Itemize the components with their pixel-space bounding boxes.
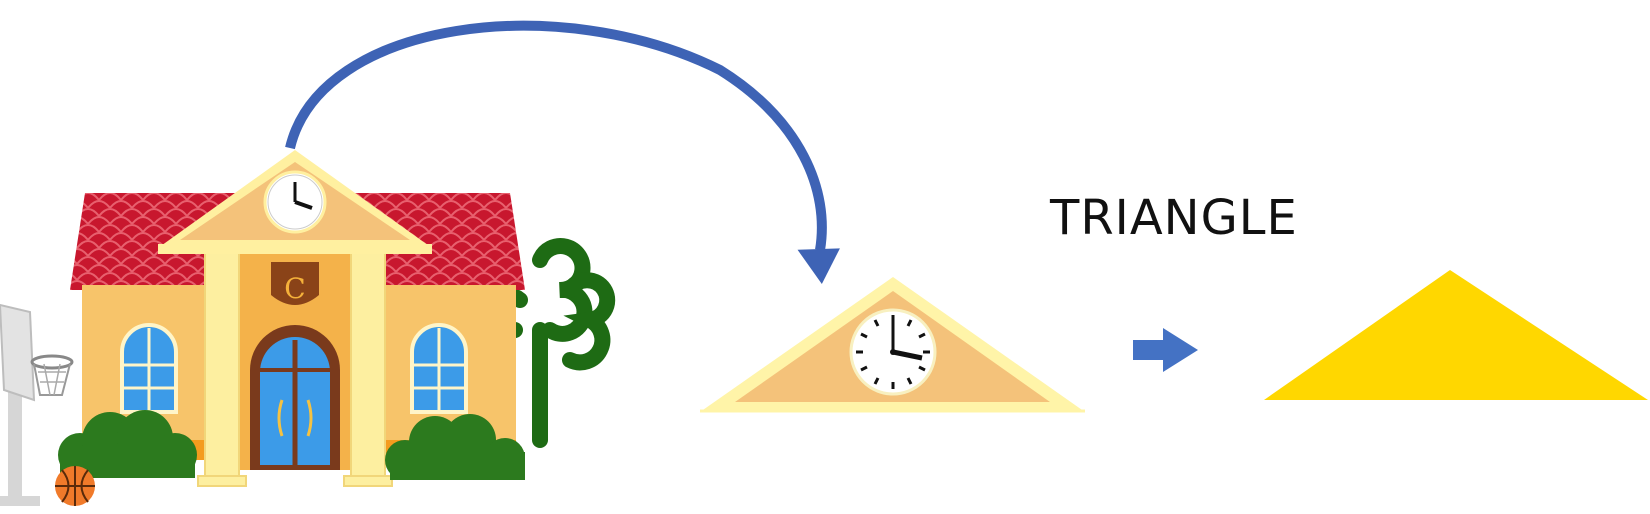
crest-letter: C: [284, 272, 305, 305]
basketball-icon: [55, 466, 95, 506]
yellow-triangle: [1264, 270, 1648, 400]
left-window: [120, 323, 178, 414]
basketball-hoop-icon: [0, 303, 74, 506]
pediment-clock-icon: [849, 308, 937, 396]
left-bush: [58, 410, 197, 478]
crest-shield-icon: C: [271, 262, 319, 305]
curved-arrow-icon: [285, 20, 840, 285]
pediment-shape: [700, 277, 1085, 413]
right-bush: [385, 414, 525, 480]
columns: [197, 249, 393, 487]
right-arrow-icon: [1133, 328, 1198, 372]
shape-label: TRIANGLE: [1050, 190, 1298, 246]
clock-icon: [263, 170, 327, 234]
door: [250, 325, 340, 470]
school-building: C: [0, 150, 616, 506]
right-window: [410, 323, 468, 414]
